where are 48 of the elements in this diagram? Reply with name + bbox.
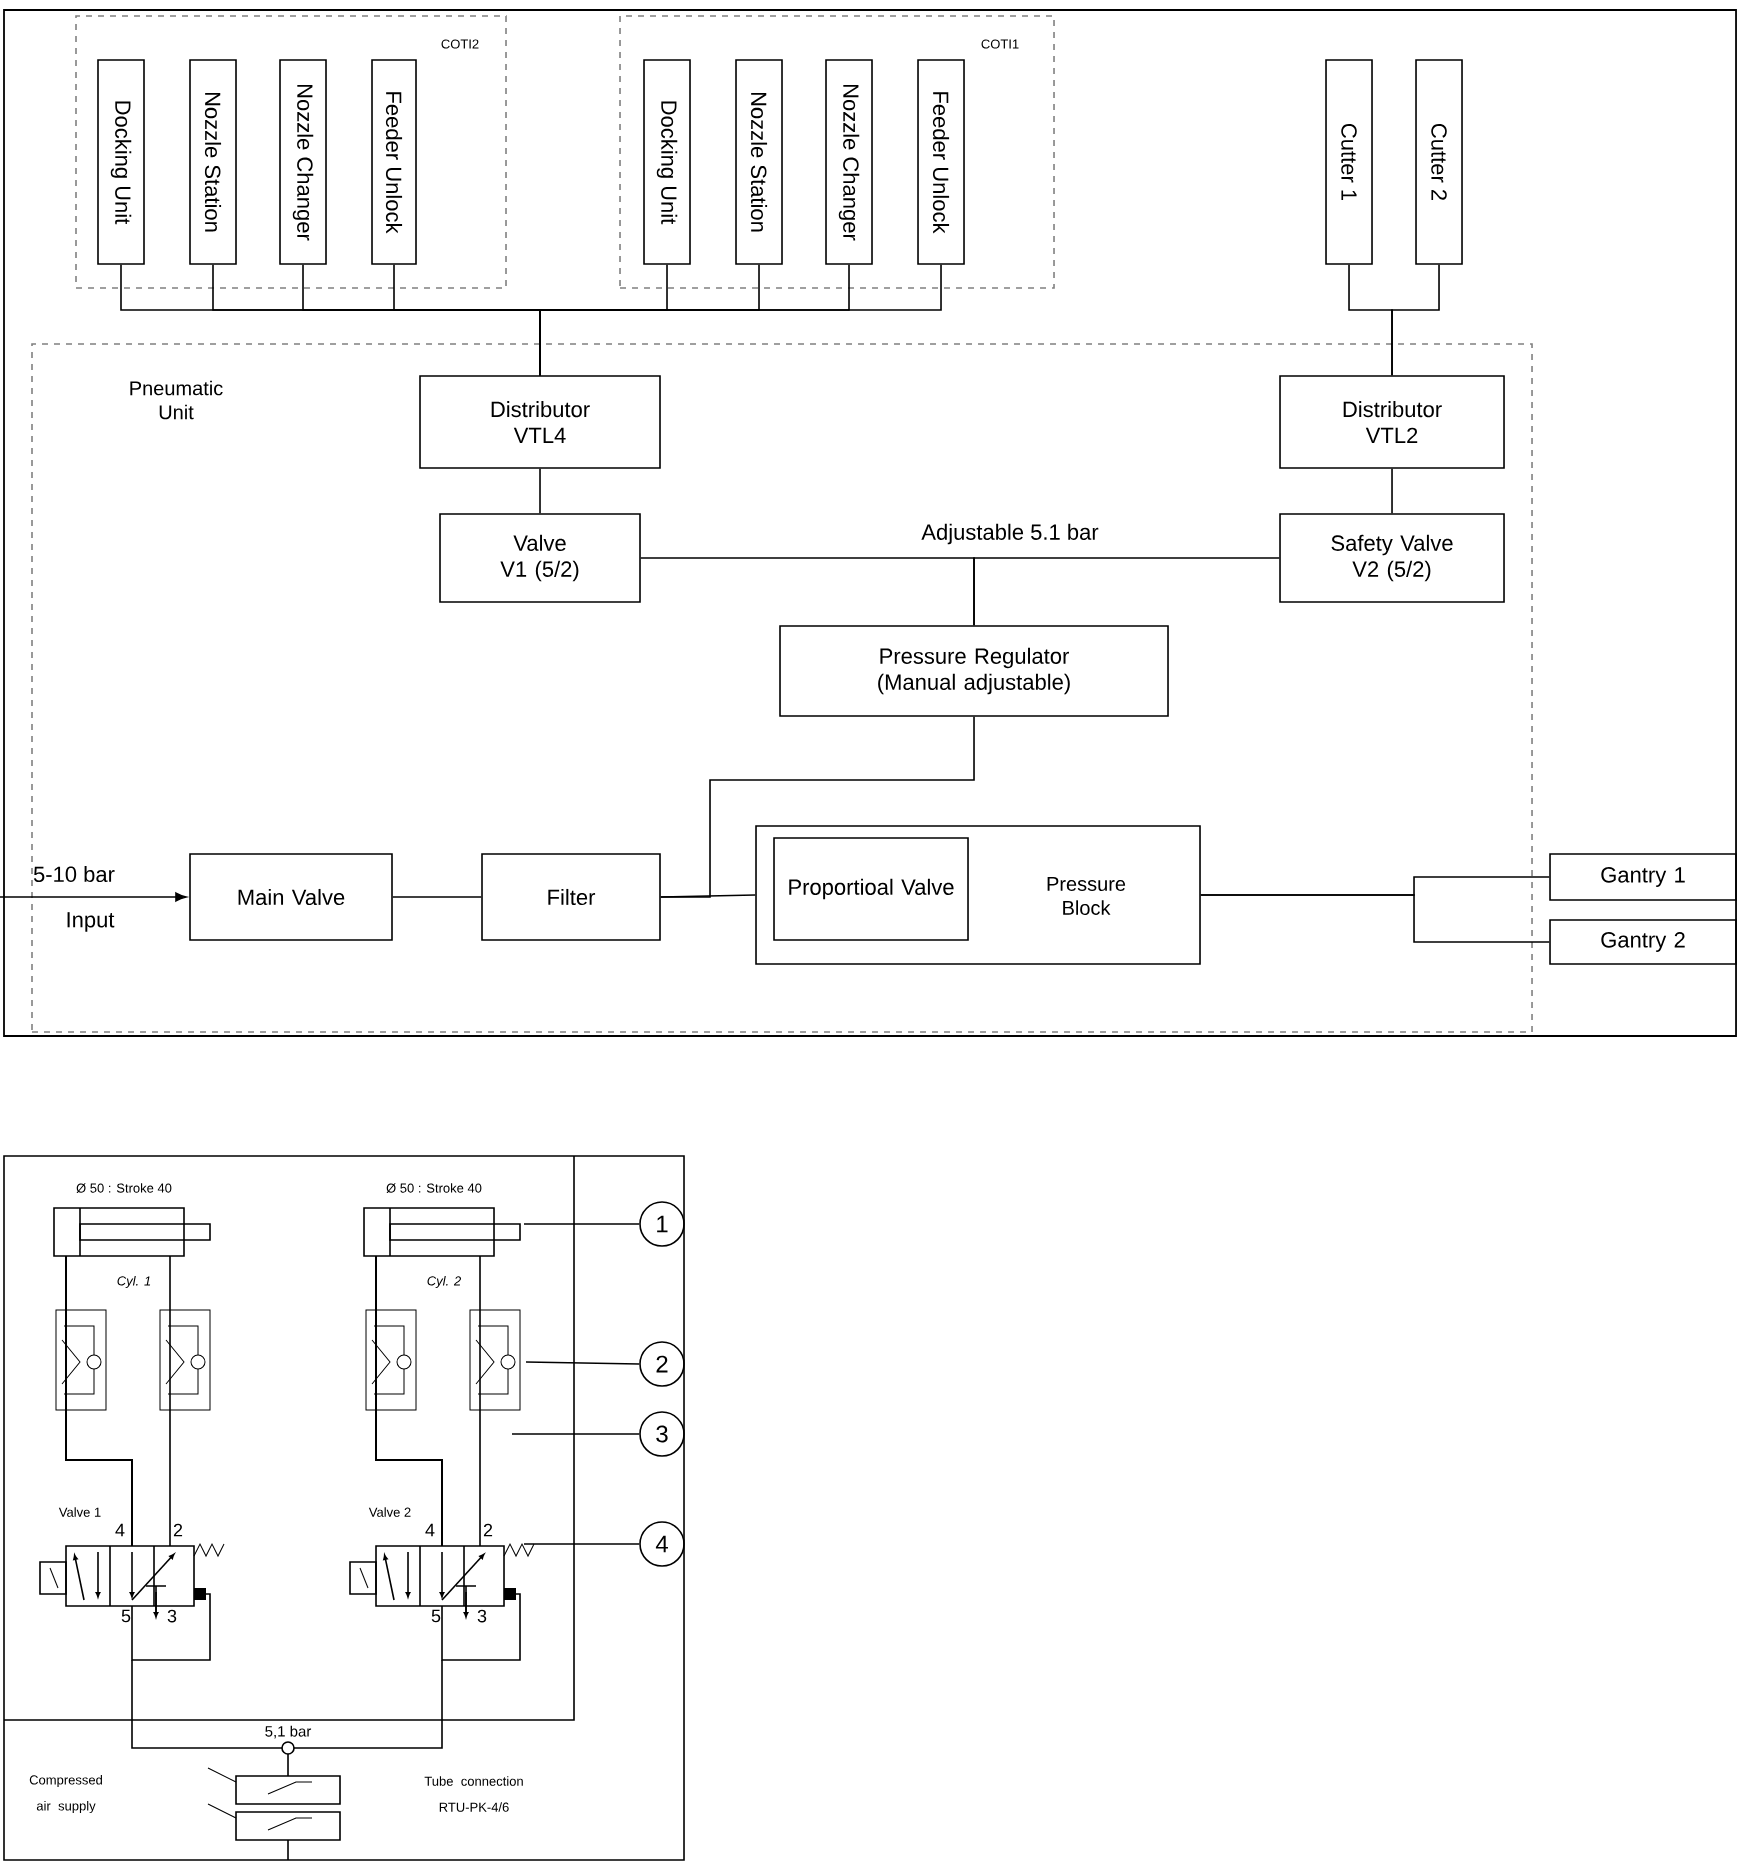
component-box: Safety Valve V2 (5/2) bbox=[1279, 513, 1505, 603]
connector-line bbox=[392, 896, 482, 898]
arrow bbox=[0, 892, 187, 902]
callout-number: 2 bbox=[639, 1341, 685, 1387]
component-box: Main Valve bbox=[189, 853, 393, 941]
component-box: Valve V1 (5/2) bbox=[439, 513, 641, 603]
connector-line bbox=[660, 716, 975, 898]
component-box: Filter bbox=[481, 853, 661, 941]
component-box: Docking Unit bbox=[97, 59, 145, 265]
edge-label: 5-10 bar bbox=[33, 865, 115, 883]
connector-line bbox=[1391, 468, 1393, 514]
text-label: 4 bbox=[425, 1523, 435, 1537]
component-box: Distributor VTL4 bbox=[419, 375, 661, 469]
callout-number: 3 bbox=[639, 1411, 685, 1457]
component-box: Distributor VTL2 bbox=[1279, 375, 1505, 469]
leader-line bbox=[511, 1433, 640, 1435]
callout-number: 4 bbox=[639, 1521, 685, 1567]
text-label: 5 bbox=[431, 1609, 441, 1623]
connector-line bbox=[539, 264, 942, 376]
component-box: Nozzle Changer bbox=[825, 59, 873, 265]
text-label: 3 bbox=[167, 1609, 177, 1623]
component-box: Pressure Regulator (Manual adjustable) bbox=[779, 625, 1169, 717]
text-label: 5 bbox=[121, 1609, 131, 1623]
connector-line bbox=[1391, 264, 1440, 376]
leader-line bbox=[523, 1223, 640, 1225]
component-box: Nozzle Station bbox=[735, 59, 783, 265]
connector-line bbox=[973, 557, 1280, 626]
text-label: 3 bbox=[477, 1609, 487, 1623]
component-box: Cutter 2 bbox=[1415, 59, 1463, 265]
component-box: Nozzle Station bbox=[189, 59, 237, 265]
component-box: Nozzle Changer bbox=[279, 59, 327, 265]
text-label: 2 bbox=[483, 1523, 493, 1537]
component-box: Gantry 2 bbox=[1549, 919, 1737, 965]
text-label: 4 bbox=[115, 1523, 125, 1537]
component-box: Gantry 1 bbox=[1549, 853, 1737, 901]
leader-line bbox=[523, 1543, 640, 1545]
edge-label: Adjustable 5.1 bar bbox=[921, 523, 1099, 545]
connector-line bbox=[1200, 894, 1550, 943]
connector-line bbox=[539, 468, 541, 514]
text-label: Input bbox=[67, 912, 115, 932]
component-box: Cutter 1 bbox=[1325, 59, 1373, 265]
text-label: 2 bbox=[173, 1523, 183, 1537]
component-box: Docking Unit bbox=[643, 59, 691, 265]
callout-number: 1 bbox=[639, 1201, 685, 1247]
leader-line bbox=[525, 1361, 640, 1365]
component-box: Feeder Unlock bbox=[371, 59, 417, 265]
component-box: Proportioal Valve bbox=[773, 837, 969, 941]
component-box: Feeder Unlock bbox=[917, 59, 965, 265]
